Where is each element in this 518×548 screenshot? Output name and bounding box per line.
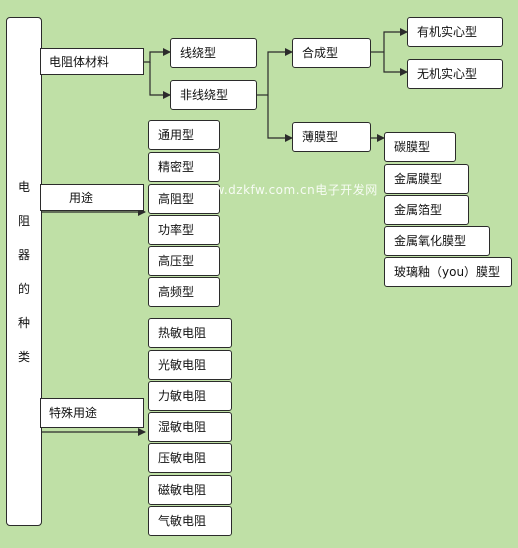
special-item: 压敏电阻	[148, 443, 232, 473]
watermark: www.dzkfw.com.cn电子开发网	[194, 183, 378, 197]
node-wirewound: 线绕型	[170, 38, 257, 68]
usage-item: 功率型	[148, 215, 220, 245]
resistor-types-root: 电 阻 器 的 种 类	[6, 17, 42, 526]
node-composite: 合成型	[292, 38, 371, 68]
node-film: 薄膜型	[292, 122, 371, 152]
film-type-item: 玻璃釉（you）膜型	[384, 257, 512, 287]
film-type-item: 金属氧化膜型	[384, 226, 490, 256]
film-type-item: 金属箔型	[384, 195, 469, 225]
category-usage: 用途	[40, 184, 144, 211]
special-item: 力敏电阻	[148, 381, 232, 411]
usage-item: 通用型	[148, 120, 220, 150]
special-item: 磁敏电阻	[148, 475, 232, 505]
root-char: 类	[17, 349, 30, 364]
special-item: 气敏电阻	[148, 506, 232, 536]
root-char: 电	[17, 179, 30, 194]
node-non-wirewound: 非线绕型	[170, 80, 257, 110]
root-char: 种	[17, 315, 30, 330]
category-special: 特殊用途	[40, 398, 144, 428]
root-char: 的	[17, 281, 30, 296]
film-type-item: 碳膜型	[384, 132, 456, 162]
node-inorganic-solid: 无机实心型	[407, 59, 503, 89]
special-item: 光敏电阻	[148, 350, 232, 380]
film-type-item: 金属膜型	[384, 164, 469, 194]
root-char: 器	[17, 247, 30, 262]
usage-item: 高阻型	[148, 184, 220, 214]
category-material: 电阻体材料	[40, 48, 144, 75]
usage-item: 高压型	[148, 246, 220, 276]
special-item: 热敏电阻	[148, 318, 232, 348]
usage-item: 精密型	[148, 152, 220, 182]
node-organic-solid: 有机实心型	[407, 17, 503, 47]
special-item: 湿敏电阻	[148, 412, 232, 442]
root-char: 阻	[17, 213, 30, 228]
usage-item: 高频型	[148, 277, 220, 307]
